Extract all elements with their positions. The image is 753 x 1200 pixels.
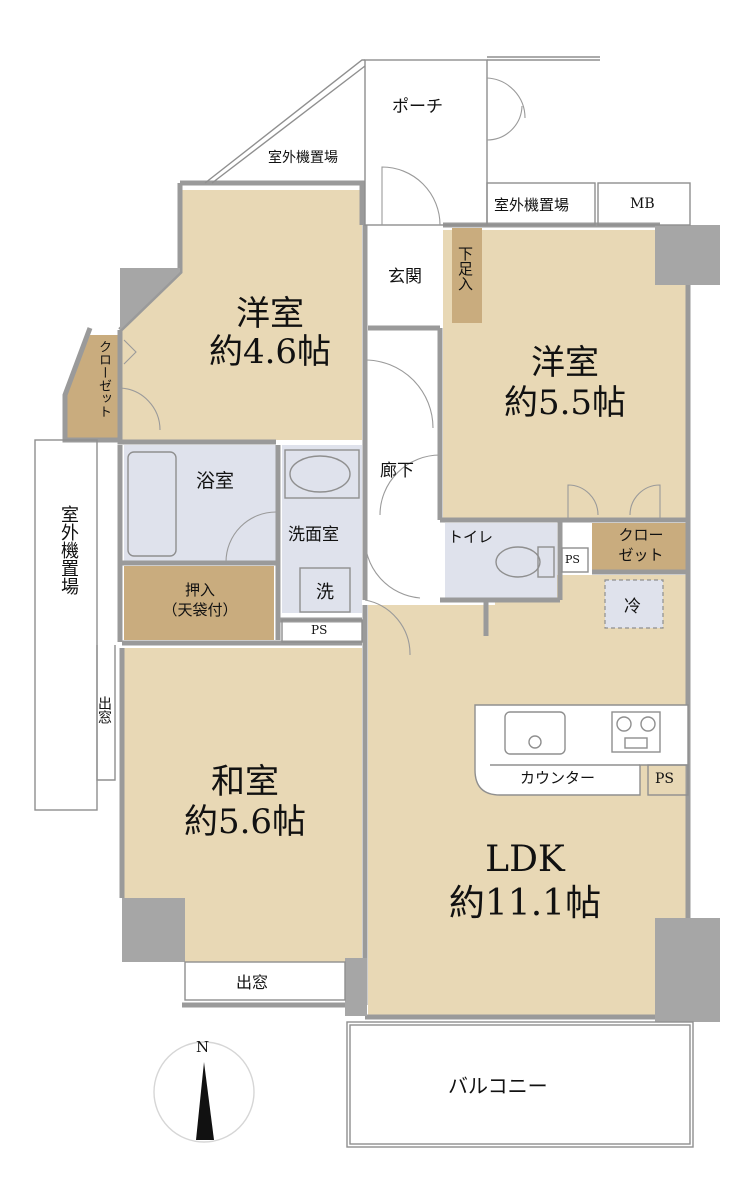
outdoor-unit-area-top	[204, 59, 366, 184]
label-shoe-storage: 下足入	[456, 246, 474, 291]
label-entrance: 玄関	[388, 267, 422, 287]
vanity	[284, 449, 360, 499]
label-closet-left: クローゼット	[96, 340, 111, 418]
structural-columns	[120, 225, 720, 1022]
label-porch: ポーチ	[392, 97, 443, 117]
closet-left-floor	[65, 335, 120, 440]
label-counter: カウンター	[520, 769, 596, 787]
door-swings	[119, 339, 661, 656]
compass	[153, 1041, 255, 1143]
ps-box-3	[647, 764, 689, 796]
label-ps-3: PS	[655, 771, 675, 787]
washer-box	[299, 567, 351, 613]
room-label-western-a: 洋室 約4.6帖	[208, 294, 332, 372]
label-bath: 浴室	[196, 470, 235, 492]
label-washroom: 洗面室	[288, 525, 339, 545]
label-mb: MB	[630, 196, 655, 212]
label-oshiire: 押入 （天袋付）	[162, 581, 238, 619]
bay-window-bottom-box	[184, 961, 346, 1001]
mb-box	[597, 182, 691, 226]
shoe-storage-floor	[452, 228, 482, 323]
label-balcony: バルコニー	[448, 1074, 548, 1098]
label-washer: 洗	[316, 582, 334, 603]
label-outdoor-unit-mid: 室外機置場	[494, 196, 570, 214]
ps-box-2	[561, 547, 589, 573]
porch-area	[364, 56, 600, 226]
room-floor-western-b	[443, 230, 688, 518]
interior-walls	[117, 225, 688, 1005]
ps-box-1	[281, 619, 363, 643]
compass-north-label: N	[196, 1038, 210, 1056]
toilet-fixture	[495, 546, 555, 578]
label-bay-window-bottom: 出窓	[236, 973, 269, 992]
room-label-western-b: 洋室 約5.5帖	[503, 343, 627, 423]
label-closet-right: クロー ゼット	[618, 526, 664, 564]
room-label-ldk: LDK 約11.1帖	[448, 839, 602, 924]
label-outdoor-unit-side: 室外機置場	[58, 505, 79, 595]
label-ps-2: PS	[565, 553, 580, 566]
label-hallway: 廊下	[380, 461, 414, 481]
outdoor-unit-area-side	[34, 439, 98, 811]
washroom-floor	[282, 445, 362, 613]
label-bay-window-side: 出窓	[96, 696, 112, 724]
label-toilet: トイレ	[448, 528, 494, 546]
room-label-japanese: 和室 約5.6帖	[183, 762, 307, 842]
label-outdoor-unit-top: 室外機置場	[268, 150, 338, 166]
balcony-area	[346, 1021, 694, 1148]
oshiire-floor	[124, 566, 274, 640]
fridge-space	[604, 579, 664, 629]
label-fridge: 冷	[624, 597, 641, 617]
outdoor-unit-area-mid	[486, 182, 596, 226]
closet-right-floor	[592, 523, 688, 570]
bathtub	[127, 451, 177, 557]
label-ps-1: PS	[311, 623, 328, 637]
bath-floor	[124, 445, 276, 561]
room-floor-japanese	[122, 648, 362, 962]
